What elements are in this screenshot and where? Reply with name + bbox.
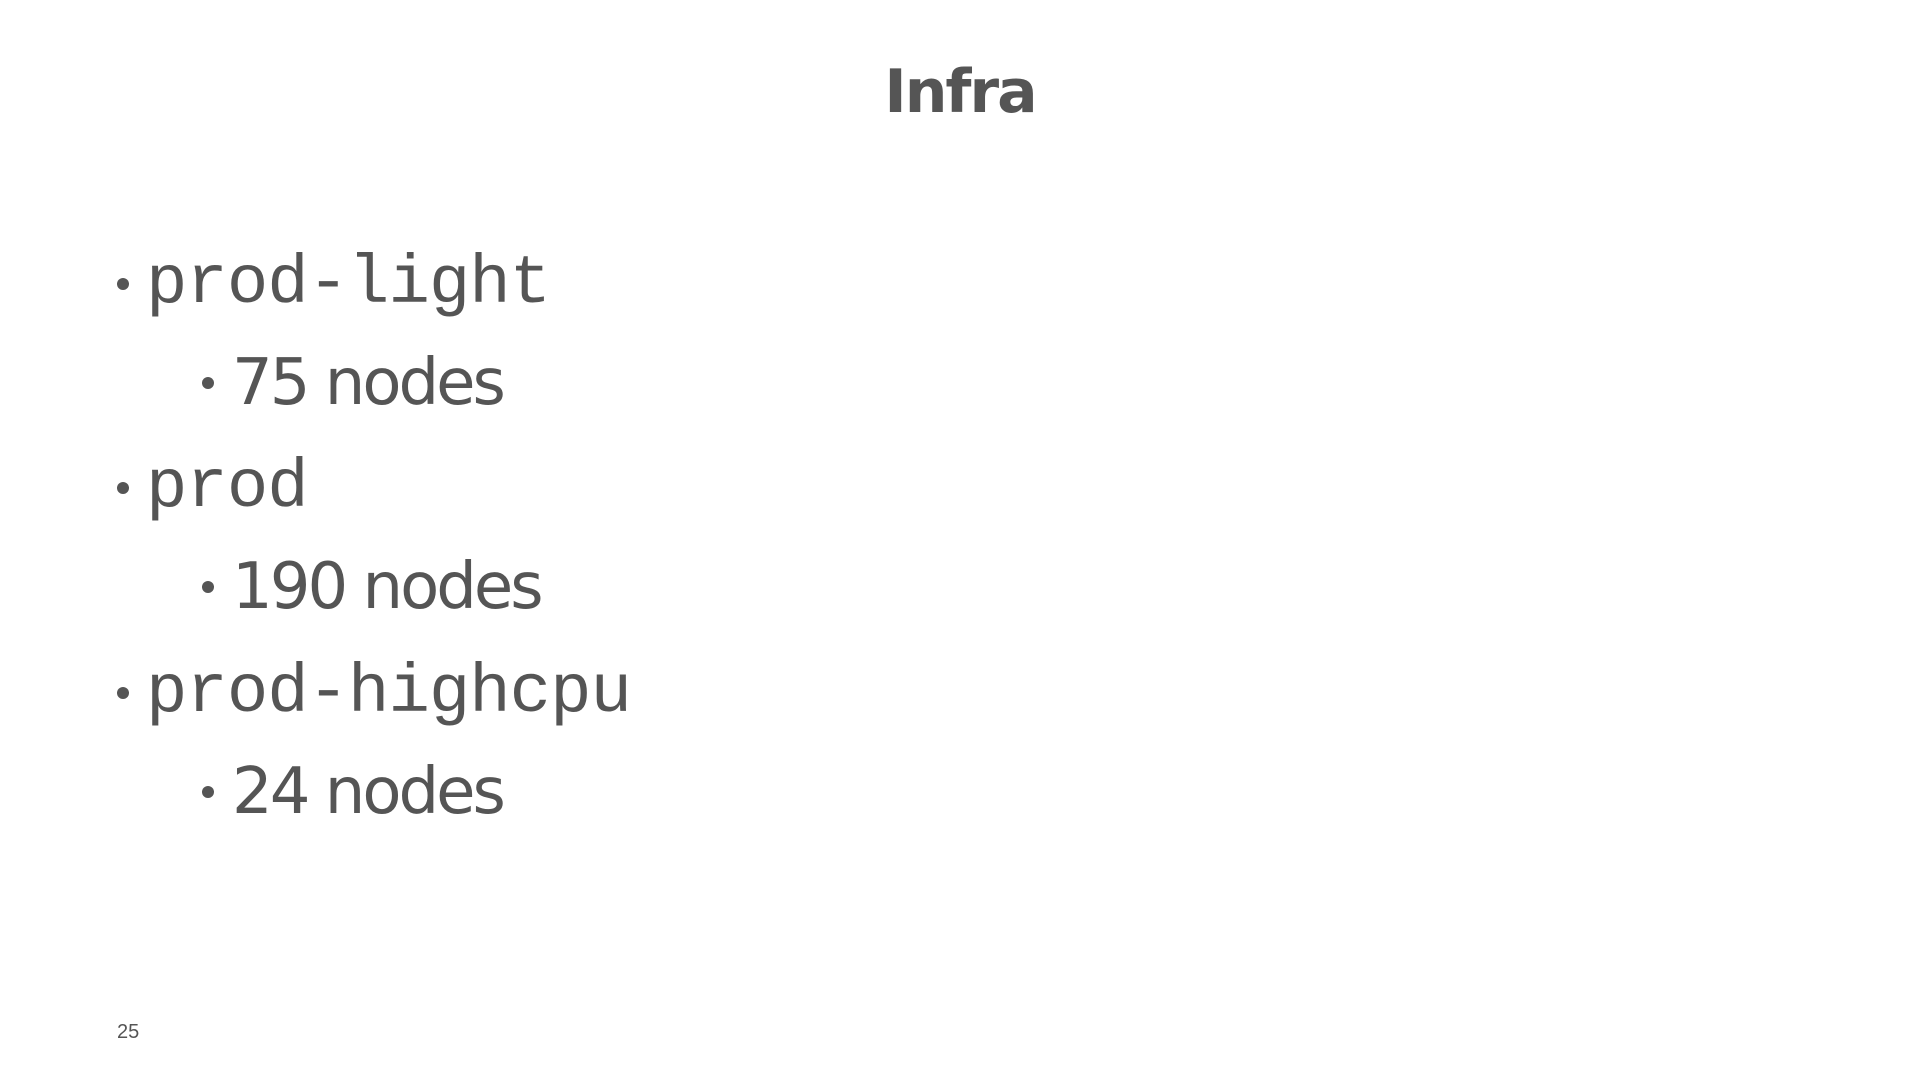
sub-bullet-item: 24 nodes bbox=[202, 752, 506, 832]
bullet-dot-icon bbox=[202, 581, 214, 593]
sub-bullet-label: 24 nodes bbox=[232, 755, 506, 829]
bullet-item-prod-light: prod-light bbox=[117, 244, 551, 324]
bullet-dot-icon bbox=[117, 482, 129, 494]
bullet-item-prod: prod bbox=[117, 448, 309, 528]
bullet-dot-icon bbox=[117, 278, 129, 290]
sub-bullet-label: 75 nodes bbox=[232, 346, 506, 420]
slide-title: Infra bbox=[884, 57, 1037, 127]
sub-bullet-item: 75 nodes bbox=[202, 343, 506, 423]
bullet-label: prod bbox=[146, 449, 309, 527]
bullet-label: prod-light bbox=[146, 245, 551, 323]
sub-bullet-label: 190 nodes bbox=[232, 550, 544, 624]
sub-bullet-item: 190 nodes bbox=[202, 547, 544, 627]
bullet-label: prod-highcpu bbox=[146, 654, 632, 732]
bullet-dot-icon bbox=[117, 687, 129, 699]
bullet-item-prod-highcpu: prod-highcpu bbox=[117, 653, 632, 733]
bullet-dot-icon bbox=[202, 786, 214, 798]
bullet-dot-icon bbox=[202, 377, 214, 389]
page-number: 25 bbox=[117, 1021, 140, 1043]
